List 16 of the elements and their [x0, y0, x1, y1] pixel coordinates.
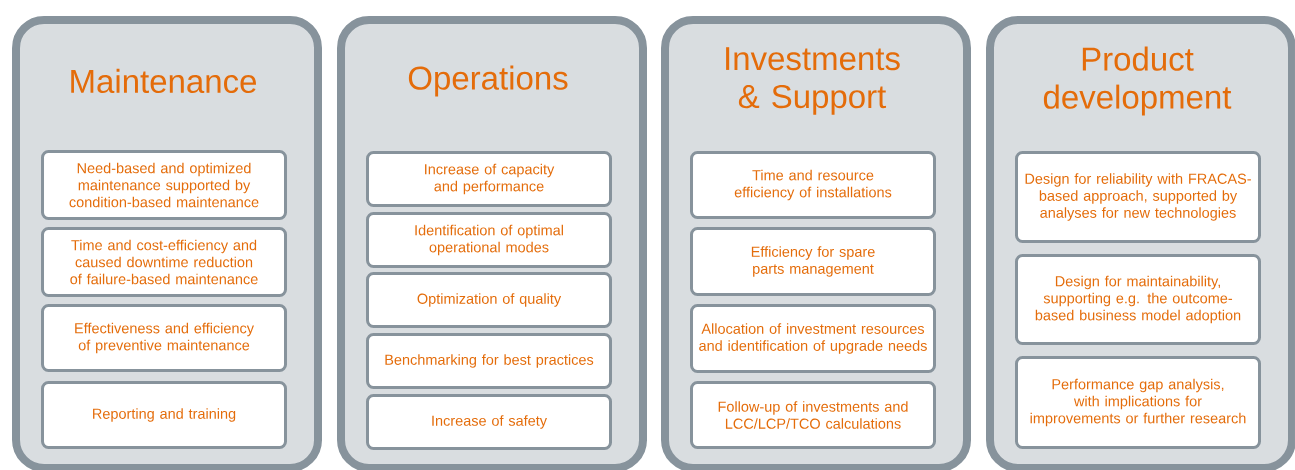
- item-box: Need-based and optimized maintenance supported by condition-based maintenance: [41, 150, 287, 220]
- item-box: Identification of optimal operational modes: [366, 212, 612, 268]
- item-box: Design for reliability with FRACAS-based approach, supported by analyses for new technologies: [1015, 151, 1261, 243]
- item-box: Benchmarking for best practices: [366, 333, 612, 389]
- item-box: Increase of capacity and performance: [366, 151, 612, 207]
- item-box: Reporting and training: [41, 381, 287, 449]
- item-box: Design for maintainability, supporting e.g. the outcome-based business model adoption: [1015, 254, 1261, 345]
- item-box: Efficiency for spare parts management: [690, 227, 936, 296]
- item-box: Time and resource efficiency of installations: [690, 151, 936, 219]
- item-box: Performance gap analysis, with implications for improvements or further research: [1015, 356, 1261, 449]
- item-box: Allocation of investment resources and identification of upgrade needs: [690, 304, 936, 373]
- item-box: Increase of safety: [366, 394, 612, 450]
- item-box: Time and cost-efficiency and caused downtime reduction of failure-based maintenance: [41, 227, 287, 297]
- item-box: Optimization of quality: [366, 272, 612, 328]
- item-box: Effectiveness and efficiency of preventive maintenance: [41, 304, 287, 372]
- item-box: Follow-up of investments and LCC/LCP/TCO calculations: [690, 381, 936, 449]
